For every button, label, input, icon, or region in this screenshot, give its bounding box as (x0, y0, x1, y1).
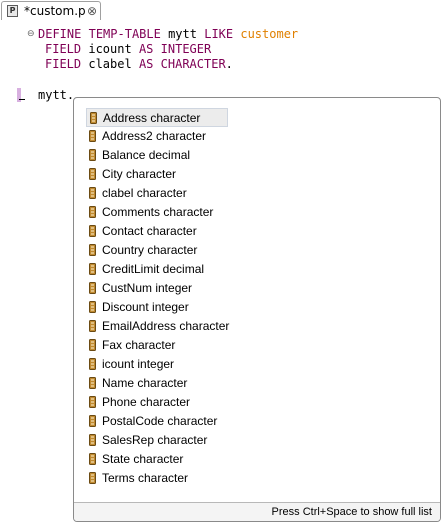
completion-item-label: Address2 character (102, 129, 207, 143)
table-name: customer (240, 27, 299, 41)
field-icon (89, 263, 96, 275)
collapse-icon[interactable]: ⊖ (27, 29, 35, 39)
keyword: DEFINE (38, 27, 82, 41)
identifier: clabel (88, 57, 132, 71)
keyword: FIELD (45, 42, 82, 56)
field-icon (89, 168, 96, 180)
completion-item[interactable]: City character (86, 165, 228, 184)
completion-item[interactable]: Discount integer (86, 298, 228, 317)
keyword: AS (138, 57, 154, 71)
completion-item-label: Discount integer (102, 300, 189, 314)
completion-item-label: Phone character (102, 395, 191, 409)
field-icon (89, 282, 96, 294)
footer-hint: Press Ctrl+Space to show full list (271, 506, 432, 518)
completion-item-label: clabel character (102, 186, 187, 200)
field-icon (89, 453, 96, 465)
completion-item-label: Name character (102, 376, 188, 390)
content-assist-footer: Press Ctrl+Space to show full list (74, 502, 440, 521)
completion-item[interactable]: Terms character (86, 469, 228, 488)
code-line-3: FIELD clabel AS CHARACTER. (45, 56, 233, 72)
field-icon (89, 225, 96, 237)
completion-item[interactable]: State character (86, 450, 228, 469)
editor-tab-custom-p[interactable]: P *custom.p ⊗ (1, 1, 101, 20)
completion-item-label: SalesRep character (102, 433, 208, 447)
identifier: icount (88, 42, 132, 56)
completion-item[interactable]: Address character (86, 108, 228, 127)
completion-item-label: Fax character (102, 338, 176, 352)
identifier: mytt. (38, 88, 75, 102)
editor-tab-bar: P *custom.p ⊗ (0, 0, 442, 20)
field-icon (89, 244, 96, 256)
completion-item-label: Country character (102, 243, 198, 257)
field-icon (89, 130, 96, 142)
completion-item-label: Balance decimal (102, 148, 191, 162)
field-icon (89, 187, 96, 199)
cursor-underline (19, 99, 25, 100)
field-icon (90, 112, 97, 124)
completion-item[interactable]: Comments character (86, 203, 228, 222)
field-icon (89, 472, 96, 484)
completion-item[interactable]: Phone character (86, 393, 228, 412)
completion-item[interactable]: Name character (86, 374, 228, 393)
completion-item-label: PostalCode character (102, 414, 218, 428)
progress-file-icon: P (7, 5, 18, 17)
field-icon (89, 320, 96, 332)
completion-item[interactable]: EmailAddress character (86, 317, 230, 336)
completion-item-label: Comments character (102, 205, 214, 219)
keyword: FIELD (45, 57, 82, 71)
completion-item-label: Terms character (102, 471, 189, 485)
code-line-4: mytt. (38, 87, 74, 103)
code-line-2: FIELD icount AS INTEGER (45, 41, 211, 57)
field-icon (89, 339, 96, 351)
terminator: . (225, 57, 233, 71)
completion-item[interactable]: Address2 character (86, 127, 228, 146)
field-icon (89, 377, 96, 389)
completion-item-label: CustNum integer (102, 281, 193, 295)
completion-item-label: CreditLimit decimal (102, 262, 205, 276)
completion-item[interactable]: Fax character (86, 336, 228, 355)
tab-title: *custom.p (24, 4, 86, 18)
completion-item-label: Address character (103, 111, 201, 125)
field-icon (89, 301, 96, 313)
field-icon (89, 415, 96, 427)
field-icon (89, 396, 96, 408)
completion-item[interactable]: icount integer (86, 355, 228, 374)
data-type: CHARACTER (160, 57, 226, 71)
completion-item[interactable]: SalesRep character (86, 431, 228, 450)
keyword: TEMP-TABLE (88, 27, 161, 41)
code-line-1: DEFINE TEMP-TABLE mytt LIKE customer (38, 26, 298, 42)
field-icon (89, 358, 96, 370)
completion-item[interactable]: Contact character (86, 222, 228, 241)
keyword: LIKE (204, 27, 234, 41)
completion-item[interactable]: PostalCode character (86, 412, 228, 431)
keyword: AS (138, 42, 154, 56)
completion-item[interactable]: CreditLimit decimal (86, 260, 228, 279)
completion-item-label: City character (102, 167, 177, 181)
completion-item-label: icount integer (102, 357, 175, 371)
close-icon[interactable]: ⊗ (86, 4, 98, 18)
change-marker (17, 88, 21, 102)
completion-item[interactable]: Country character (86, 241, 228, 260)
field-icon (89, 434, 96, 446)
completion-item[interactable]: CustNum integer (86, 279, 228, 298)
completion-item-label: State character (102, 452, 184, 466)
field-icon (89, 206, 96, 218)
completion-item-label: Contact character (102, 224, 197, 238)
completion-item-label: EmailAddress character (102, 319, 230, 333)
field-icon (89, 149, 96, 161)
data-type: INTEGER (160, 42, 212, 56)
identifier: mytt (168, 27, 197, 41)
code-editor[interactable]: ⊖ DEFINE TEMP-TABLE mytt LIKE customer F… (0, 20, 442, 524)
completion-item[interactable]: Balance decimal (86, 146, 228, 165)
completion-item[interactable]: clabel character (86, 184, 228, 203)
